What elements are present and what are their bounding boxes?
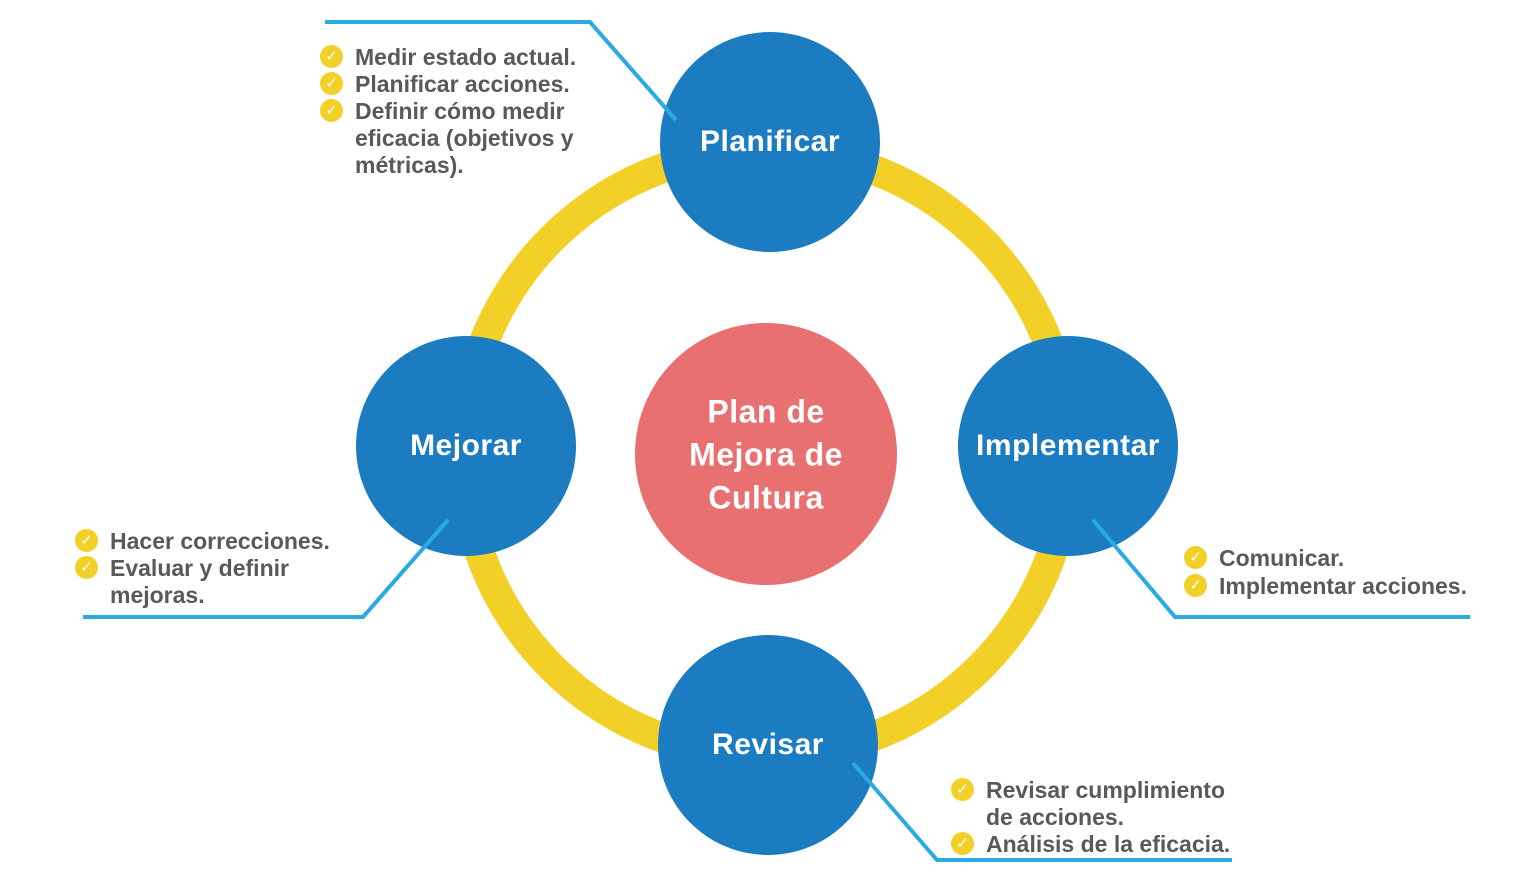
callout-line-planificar (325, 20, 678, 122)
list-item-text: Planificar acciones. (355, 71, 570, 97)
check-icon: ✓ (320, 99, 343, 122)
check-icon: ✓ (320, 45, 343, 68)
center-label-line: Cultura (708, 479, 824, 516)
node-circle-planificar (660, 32, 880, 252)
list-item-text: de acciones. (986, 804, 1125, 830)
list-item: ✓ Comunicar. (1184, 546, 1467, 570)
list-item-text: eficacia (objetivos y (355, 125, 574, 151)
checklist-implementar: ✓ Comunicar. ✓ Implementar acciones. (1184, 546, 1467, 601)
list-item: ✓ Hacer correcciones. (75, 529, 330, 553)
list-item-continuation: métricas). (320, 153, 576, 177)
list-item-text: Medir estado actual. (355, 44, 577, 70)
list-item: ✓ Implementar acciones. (1184, 574, 1467, 598)
checklist-planificar: ✓ Medir estado actual. ✓ Planificar acci… (320, 45, 576, 180)
check-icon: ✓ (75, 556, 98, 579)
checklist-revisar: ✓ Revisar cumplimiento de acciones. ✓ An… (951, 778, 1230, 859)
list-item-text: Revisar cumplimiento (986, 777, 1226, 803)
list-item-continuation: eficacia (objetivos y (320, 126, 576, 150)
list-item-text: métricas). (355, 152, 464, 178)
list-item-continuation: mejoras. (75, 583, 330, 607)
list-item-text: Implementar acciones. (1219, 573, 1467, 599)
callout-line-implementar (1091, 518, 1470, 619)
list-item-text: mejoras. (110, 582, 205, 608)
check-icon: ✓ (951, 778, 974, 801)
list-item: ✓ Análisis de la eficacia. (951, 832, 1230, 856)
callout-line-revisar (851, 761, 1232, 862)
node-circle-implementar (958, 336, 1178, 556)
node-circle-mejorar (356, 336, 576, 556)
node-label-mejorar: Mejorar (410, 429, 522, 462)
center-circle-label: Plan de Mejora de Cultura (689, 391, 843, 520)
node-label-revisar: Revisar (712, 728, 824, 761)
check-icon: ✓ (320, 72, 343, 95)
center-circle (635, 323, 897, 585)
list-item: ✓ Medir estado actual. (320, 45, 576, 69)
list-item-text: Hacer correcciones. (110, 528, 330, 554)
list-item: ✓ Revisar cumplimiento (951, 778, 1230, 802)
checklist-mejorar: ✓ Hacer correcciones. ✓ Evaluar y defini… (75, 529, 330, 610)
list-item: ✓ Definir cómo medir (320, 99, 576, 123)
list-item: ✓ Planificar acciones. (320, 72, 576, 96)
list-item-text: Comunicar. (1219, 545, 1345, 571)
center-label-line: Mejora de (689, 436, 843, 473)
list-item-text: Evaluar y definir (110, 555, 289, 581)
callout-line-mejorar (83, 518, 450, 619)
check-icon: ✓ (1184, 546, 1207, 569)
check-icon: ✓ (75, 529, 98, 552)
node-label-planificar: Planificar (699, 125, 841, 158)
list-item-text: Definir cómo medir (355, 98, 565, 124)
list-item: ✓ Evaluar y definir (75, 556, 330, 580)
check-icon: ✓ (1184, 574, 1207, 597)
list-item-text: Análisis de la eficacia. (986, 831, 1231, 857)
node-circle-revisar (658, 635, 878, 855)
list-item-continuation: de acciones. (951, 805, 1230, 829)
node-label-implementar: Implementar (976, 429, 1160, 462)
check-icon: ✓ (951, 832, 974, 855)
center-label-line: Plan de (707, 393, 825, 430)
